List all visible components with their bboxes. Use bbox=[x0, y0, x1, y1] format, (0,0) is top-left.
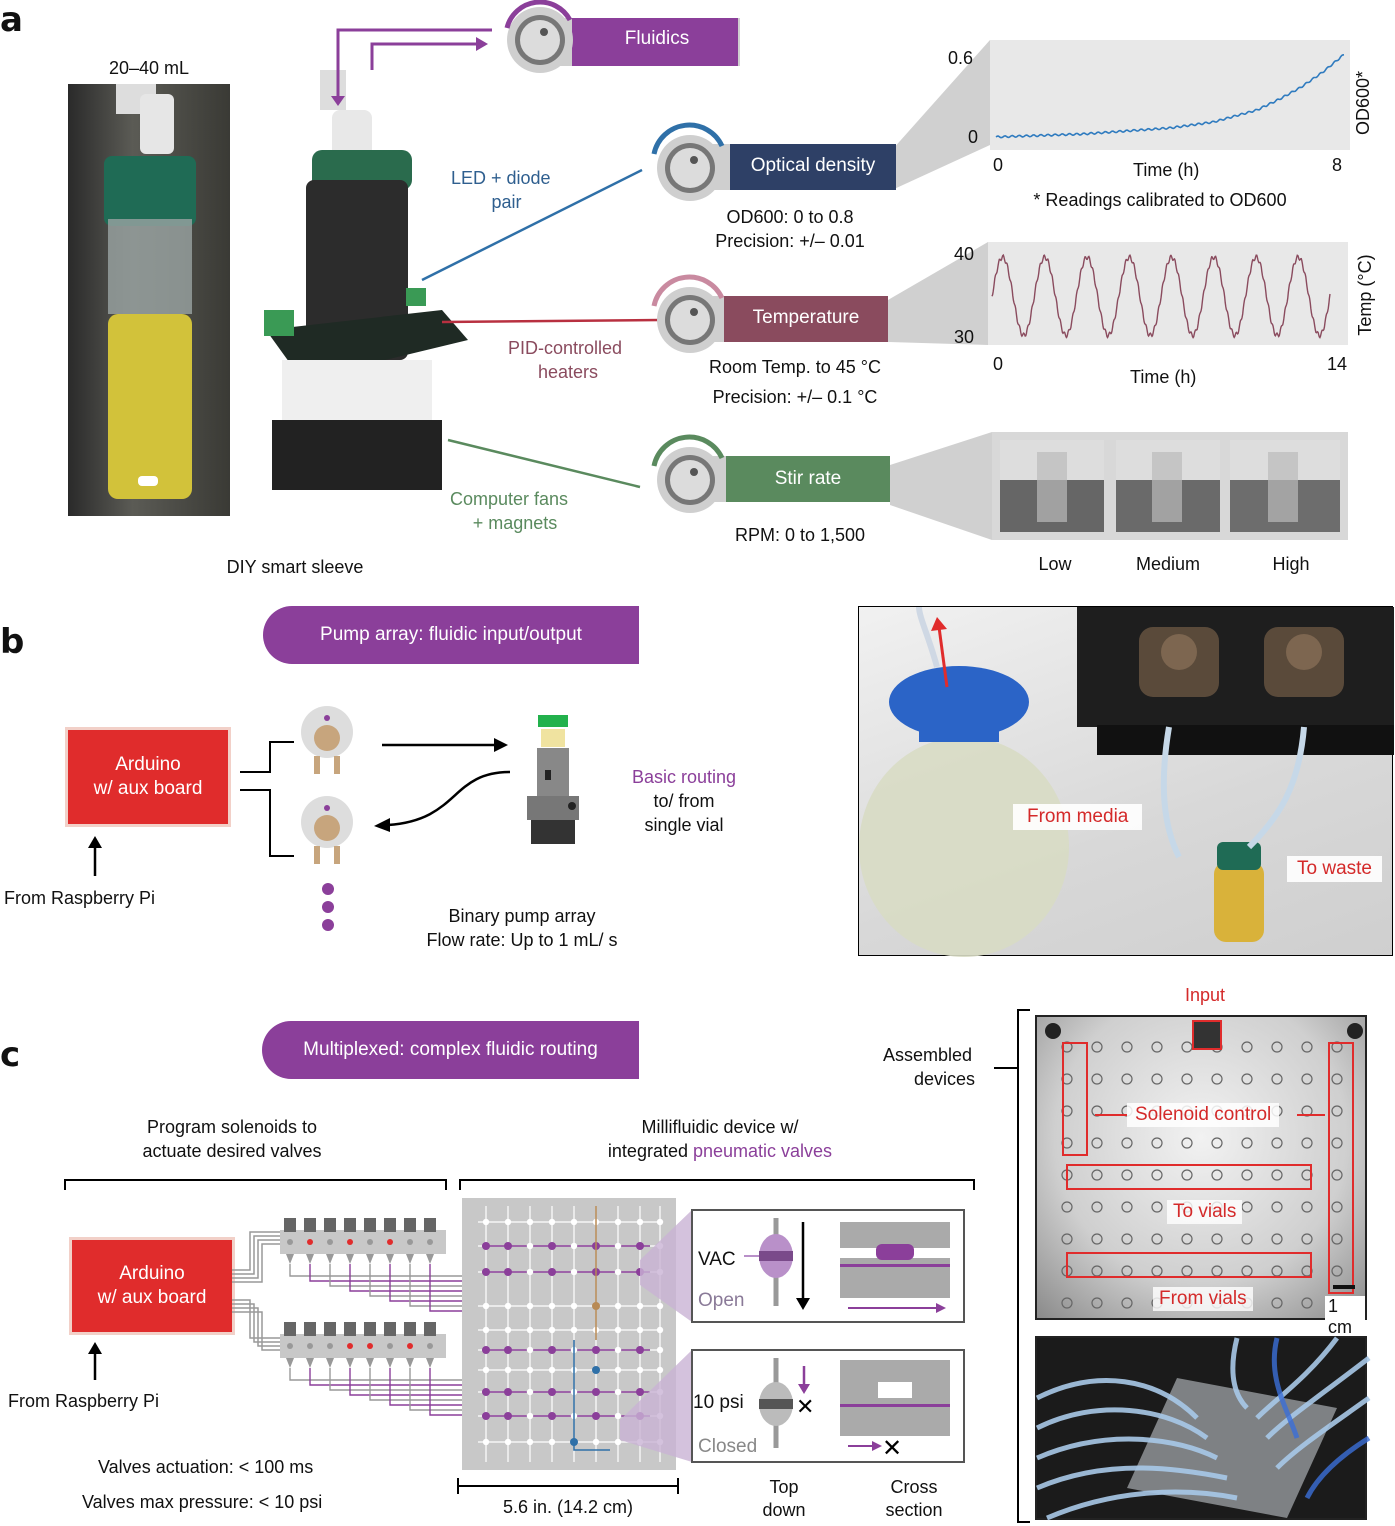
od-spec-range: OD600: 0 to 0.8 bbox=[726, 207, 854, 227]
stir-level-low: Low bbox=[1038, 554, 1072, 574]
panel-a-letter: a bbox=[0, 0, 23, 40]
panel-c-letter: c bbox=[0, 1035, 21, 1075]
od-xtick-end: 8 bbox=[1332, 155, 1343, 175]
heater-label-2: heaters bbox=[537, 362, 599, 382]
scale-label: 1 cm bbox=[1325, 1296, 1365, 1338]
sleeve-caption: DIY smart sleeve bbox=[226, 557, 364, 577]
svg-text:✕: ✕ bbox=[882, 1434, 902, 1462]
arduino-c-line2: w/ aux board bbox=[97, 1287, 207, 1308]
top-down-line2: down bbox=[762, 1500, 806, 1520]
vac-label: VAC bbox=[698, 1249, 736, 1270]
program-line1: Program solenoids to bbox=[146, 1117, 318, 1137]
milli-line2-a: integrated bbox=[607, 1141, 693, 1161]
od-xlabel: Time (h) bbox=[1133, 160, 1200, 180]
routing-line1: Basic routing bbox=[631, 767, 737, 787]
scale-bar bbox=[1333, 1285, 1355, 1289]
routing-line3: single vial bbox=[644, 815, 724, 835]
fluidics-knob-group: Fluidics bbox=[492, 0, 742, 80]
tubing-photo bbox=[1035, 1336, 1371, 1521]
temp-knob-group: Temperature bbox=[648, 274, 898, 356]
panel-a-connectors bbox=[331, 28, 992, 540]
vial-photo bbox=[68, 84, 230, 516]
panel-b-letter: b bbox=[0, 622, 25, 662]
milli-line1: Millifluidic device w/ bbox=[641, 1117, 799, 1137]
valves-pressure: Valves max pressure: < 10 psi bbox=[82, 1492, 323, 1512]
photo-solenoid-label: Solenoid control bbox=[1127, 1103, 1280, 1127]
temp-spec-precision: Precision: +/– 0.1 °C bbox=[712, 387, 878, 407]
pump-line1: Binary pump array bbox=[448, 906, 596, 926]
fluidics-label: Fluidics bbox=[624, 28, 690, 49]
photo-from-media: From media bbox=[1013, 804, 1143, 830]
od-series-line bbox=[995, 54, 1345, 139]
heater-label-1: PID-controlled bbox=[508, 338, 623, 358]
od-footnote: * Readings calibrated to OD600 bbox=[1033, 190, 1287, 210]
od-xtick-start: 0 bbox=[993, 155, 1004, 175]
open-label: Open bbox=[698, 1290, 745, 1311]
photo-to-vials-label: To vials bbox=[1167, 1200, 1243, 1224]
temp-series-line bbox=[991, 253, 1331, 339]
pump-array-title: Pump array: fluidic input/output bbox=[263, 606, 639, 664]
fan-label-1: Computer fans bbox=[450, 489, 569, 509]
valves-actuation: Valves actuation: < 100 ms bbox=[98, 1457, 314, 1477]
arduino-c-line1: Arduino bbox=[119, 1263, 185, 1284]
milli-line2: integrated pneumatic valves bbox=[560, 1140, 880, 1162]
assembled-line1: Assembled bbox=[883, 1045, 973, 1065]
vial-volume-label: 20–40 mL bbox=[108, 58, 190, 78]
temp-chart bbox=[988, 242, 1348, 345]
from-pi-c: From Raspberry Pi bbox=[8, 1391, 160, 1411]
stir-spec-rpm: RPM: 0 to 1,500 bbox=[734, 525, 866, 545]
temp-ytick-top: 40 bbox=[954, 244, 975, 264]
temp-xtick-start: 0 bbox=[993, 354, 1004, 374]
photo-from-vials-label: From vials bbox=[1153, 1287, 1253, 1311]
cross-line2: section bbox=[885, 1500, 943, 1520]
cross-line1: Cross bbox=[890, 1477, 938, 1497]
stir-knob-group: Stir rate bbox=[648, 434, 898, 516]
routing-line2: to/ from bbox=[653, 791, 715, 811]
stir-label: Stir rate bbox=[774, 468, 842, 489]
stir-images bbox=[992, 432, 1348, 540]
temp-spec-range: Room Temp. to 45 °C bbox=[709, 357, 881, 377]
temp-xtick-end: 14 bbox=[1327, 354, 1348, 374]
temp-label: Temperature bbox=[752, 307, 860, 328]
stir-level-high: High bbox=[1272, 554, 1310, 574]
from-pi-b: From Raspberry Pi bbox=[4, 888, 156, 908]
od-ytick-top: 0.6 bbox=[948, 48, 974, 68]
led-label-2: pair bbox=[491, 192, 522, 212]
assembled-device-photo: Solenoid control To vials From vials 1 c… bbox=[1035, 1015, 1367, 1338]
od-chart bbox=[990, 40, 1350, 150]
panel-b-diagram bbox=[88, 706, 579, 931]
photo-to-waste: To waste bbox=[1287, 856, 1382, 882]
pump-photo: From media To waste bbox=[858, 606, 1394, 957]
pump-line2: Flow rate: Up to 1 mL/ s bbox=[426, 930, 618, 950]
arduino-box-c: Arduino w/ aux board bbox=[72, 1240, 232, 1332]
svg-text:✕: ✕ bbox=[796, 1395, 814, 1420]
od-label: Optical density bbox=[750, 155, 876, 176]
arduino-b-line2: w/ aux board bbox=[93, 778, 203, 799]
arduino-b-line1: Arduino bbox=[115, 754, 181, 775]
assembled-line2: devices bbox=[914, 1069, 976, 1089]
photo-input-label: Input bbox=[1184, 985, 1226, 1005]
milli-line2-b: pneumatic valves bbox=[692, 1141, 833, 1161]
stir-level-medium: Medium bbox=[1135, 554, 1201, 574]
fan-label-2: + magnets bbox=[472, 513, 558, 533]
program-line2: actuate desired valves bbox=[142, 1141, 322, 1161]
arduino-box-b: Arduino w/ aux board bbox=[68, 730, 228, 824]
led-label-1: LED + diode bbox=[451, 168, 551, 188]
temp-xlabel: Time (h) bbox=[1130, 367, 1197, 387]
closed-label: Closed bbox=[698, 1436, 758, 1457]
multiplexed-title: Multiplexed: complex fluidic routing bbox=[262, 1021, 639, 1079]
dimension-label: 5.6 in. (14.2 cm) bbox=[502, 1497, 634, 1517]
temp-ytick-bottom: 30 bbox=[954, 327, 975, 347]
od-spec-precision: Precision: +/– 0.01 bbox=[715, 231, 865, 251]
smart-sleeve-photo bbox=[262, 40, 472, 520]
od-ytick-bottom: 0 bbox=[968, 127, 979, 147]
psi-label: 10 psi bbox=[693, 1392, 744, 1413]
top-down-line1: Top bbox=[769, 1477, 799, 1497]
od-knob-group: Optical density bbox=[648, 122, 898, 204]
